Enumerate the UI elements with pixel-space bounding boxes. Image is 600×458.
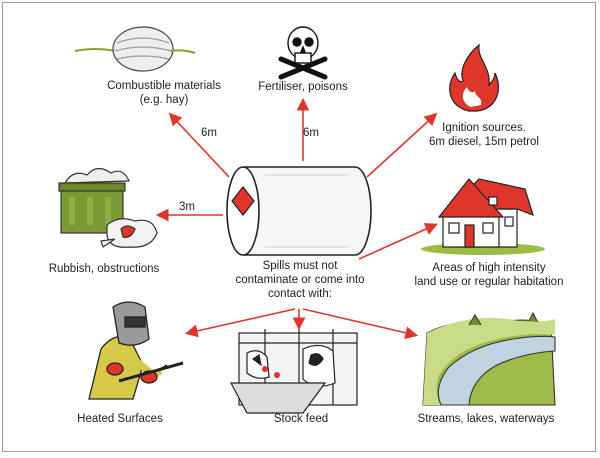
label-combustible: Combustible materials (e.g. hay) (89, 79, 239, 107)
label-spills: Spills must not contaminate or come into… (225, 259, 375, 301)
diagram-artwork (58, 26, 556, 414)
skull-crossbones-icon (278, 26, 328, 80)
hay-bale-icon (74, 26, 196, 72)
label-stockfeed: Stock feed (273, 413, 329, 425)
label-habitation: Areas of high intensity land use or regu… (399, 261, 579, 289)
stream-landscape-icon (422, 311, 556, 406)
fuel-tank (226, 166, 372, 256)
cows-stockfeed-icon (230, 329, 358, 414)
arrow-habitation (358, 223, 438, 260)
flame-icon (449, 43, 499, 112)
label-heated: Heated Surfaces (77, 413, 163, 425)
label-spills-line1: Spills must not (262, 260, 338, 272)
label-spills-line3: contact with: (268, 288, 332, 300)
label-combustible-line1: Combustible materials (107, 80, 221, 92)
arrow-combustible (168, 112, 230, 178)
label-streams: Streams, lakes, waterways (417, 413, 555, 425)
label-combustible-line2: (e.g. hay) (139, 94, 189, 106)
distance-rubbish: 3m (179, 201, 195, 213)
distance-combustible: 6m (201, 127, 217, 139)
arrow-heated (184, 308, 296, 338)
label-habitation-line2: land use or regular habitation (414, 276, 564, 288)
arrow-ignition (366, 112, 438, 178)
hazard-diamond-icon (231, 186, 255, 216)
welder-icon (88, 301, 184, 400)
label-habitation-line1: Areas of high intensity (432, 262, 546, 274)
label-ignition-line1: Ignition sources. (442, 122, 526, 134)
label-fertiliser: Fertiliser, poisons (258, 81, 348, 93)
label-ignition: Ignition sources. 6m diesel, 15m petrol (409, 121, 559, 149)
distance-fertiliser: 6m (303, 127, 319, 139)
house-icon (421, 178, 545, 255)
arrows (155, 97, 438, 340)
label-ignition-line2: 6m diesel, 15m petrol (429, 136, 539, 148)
arrow-streams (302, 308, 419, 340)
label-spills-line2: contaminate or come into (235, 274, 365, 286)
rubbish-bin-icon (58, 167, 158, 248)
label-rubbish: Rubbish, obstructions (48, 263, 160, 275)
diagram-frame: Combustible materials (e.g. hay) Fertili… (2, 2, 596, 452)
